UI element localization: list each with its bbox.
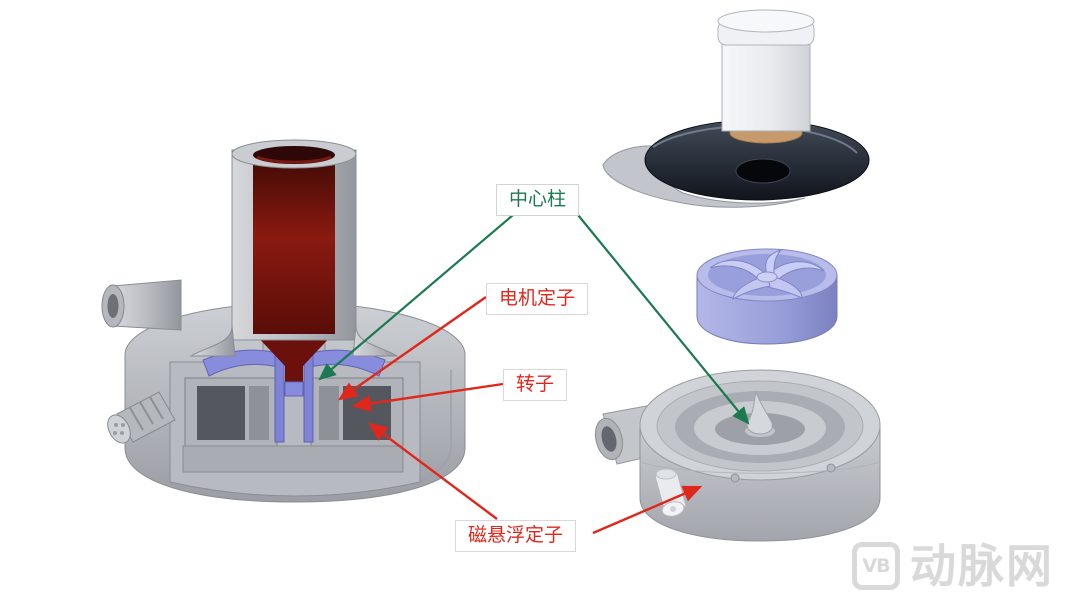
- label-center-column: 中心柱: [496, 184, 580, 216]
- blue-sleeve-right: [303, 349, 314, 443]
- pump-cutaway-view: [101, 139, 466, 503]
- inlet-cylinder: [717, 9, 815, 132]
- impeller-view: [696, 248, 838, 345]
- base-slab: [182, 445, 404, 473]
- pump-housing-view: [594, 369, 881, 542]
- watermark-text: 动脉网: [910, 539, 1054, 593]
- impeller-hub: [756, 271, 778, 283]
- center-column-red-channel: [253, 332, 335, 382]
- tube-red-interior: [253, 158, 335, 334]
- center-column-cone: [746, 390, 773, 435]
- watermark-vb-logo-icon: VB: [852, 542, 900, 590]
- watermark: VB 动脉网: [852, 542, 1054, 590]
- cover-center-hole: [735, 158, 791, 184]
- label-rotor: 转子: [503, 369, 568, 401]
- top-cover-view: [602, 9, 870, 208]
- label-motor-stator: 电机定子: [486, 283, 589, 315]
- side-port: [101, 279, 182, 331]
- label-maglev-stator: 磁悬浮定子: [455, 520, 577, 552]
- blue-sleeve-left: [274, 349, 285, 443]
- cable-connector: [107, 391, 176, 444]
